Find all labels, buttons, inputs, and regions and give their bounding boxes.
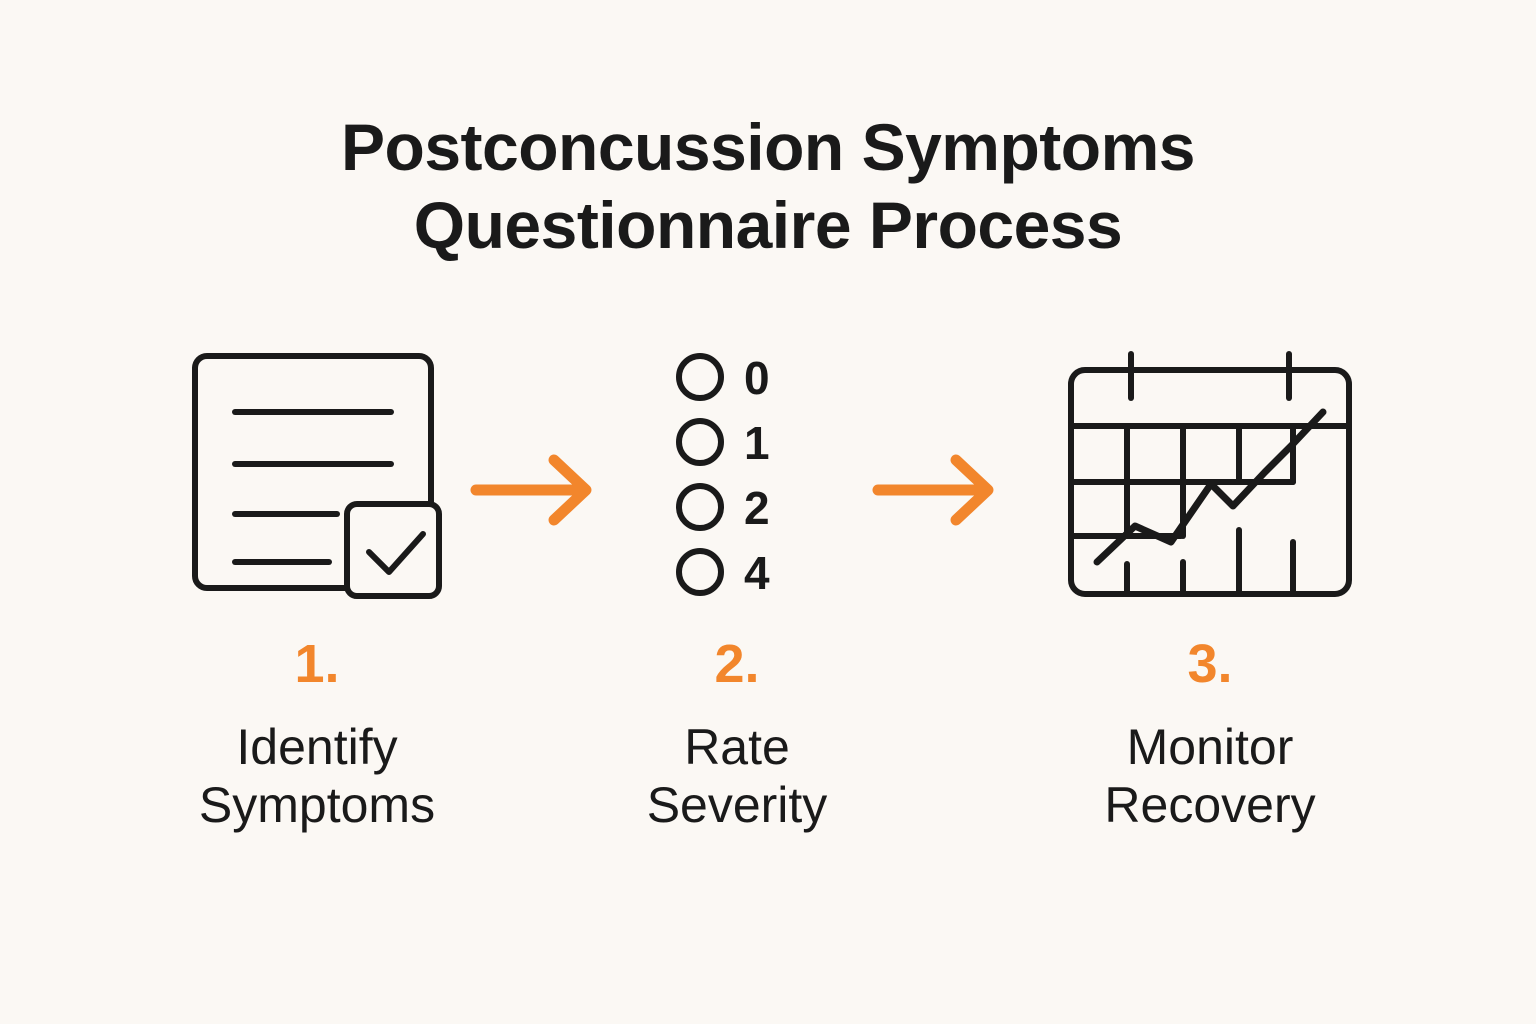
step-2-label-line-2: Severity <box>646 777 828 833</box>
rating-option-4[interactable]: 4 <box>676 547 770 599</box>
arrow-right-icon <box>470 454 592 526</box>
radio-circle-2[interactable] <box>676 483 724 531</box>
rating-label-1: 1 <box>744 417 770 469</box>
rating-label-4: 4 <box>744 547 770 599</box>
page-title: Postconcussion Symptoms Questionnaire Pr… <box>0 108 1536 264</box>
rating-label-2: 2 <box>744 482 770 534</box>
document-checkbox-icon <box>192 353 442 599</box>
step-3-label-line-1: Monitor <box>1126 719 1294 775</box>
step-rate-severity: 0 1 2 4 2. <box>527 340 947 900</box>
step-3-label: Monitor Recovery <box>1000 718 1420 834</box>
step-1-number: 1. <box>294 634 340 694</box>
calendar-trend-chart-icon <box>1068 351 1352 597</box>
step-2-number: 2. <box>714 634 760 694</box>
radio-circle-1[interactable] <box>676 418 724 466</box>
step-1-label-line-2: Symptoms <box>198 777 436 833</box>
recovery-trend-line <box>1093 408 1327 566</box>
rating-label-0: 0 <box>744 352 770 404</box>
page-title-line-1: Postconcussion Symptoms <box>340 110 1196 184</box>
step-1-label: Identify Symptoms <box>107 718 527 834</box>
step-2-label: Rate Severity <box>527 718 947 834</box>
process-steps: 1. Identify Symptoms 0 1 <box>0 340 1536 900</box>
arrow-step2-to-step3 <box>872 452 1002 526</box>
arrow-step1-to-step2 <box>470 452 600 526</box>
rating-scale-icon: 0 1 2 4 <box>676 352 770 599</box>
step-monitor-recovery: 3. Monitor Recovery <box>1000 340 1420 900</box>
rating-option-1[interactable]: 1 <box>676 417 770 469</box>
step-2-icon-slot: 0 1 2 4 <box>527 340 947 610</box>
radio-circle-0[interactable] <box>676 353 724 401</box>
step-3-label-line-2: Recovery <box>1104 777 1316 833</box>
arrow-right-icon <box>872 454 994 526</box>
radio-circle-4[interactable] <box>676 548 724 596</box>
page-title-line-2: Questionnaire Process <box>413 188 1123 262</box>
step-1-icon-slot <box>107 340 527 610</box>
step-1-label-line-1: Identify <box>236 719 398 775</box>
step-identify-symptoms: 1. Identify Symptoms <box>107 340 527 900</box>
step-3-number: 3. <box>1187 634 1233 694</box>
step-3-icon-slot <box>1000 340 1420 610</box>
rating-option-0[interactable]: 0 <box>676 352 770 404</box>
rating-option-2[interactable]: 2 <box>676 482 770 534</box>
step-2-label-line-1: Rate <box>684 719 790 775</box>
